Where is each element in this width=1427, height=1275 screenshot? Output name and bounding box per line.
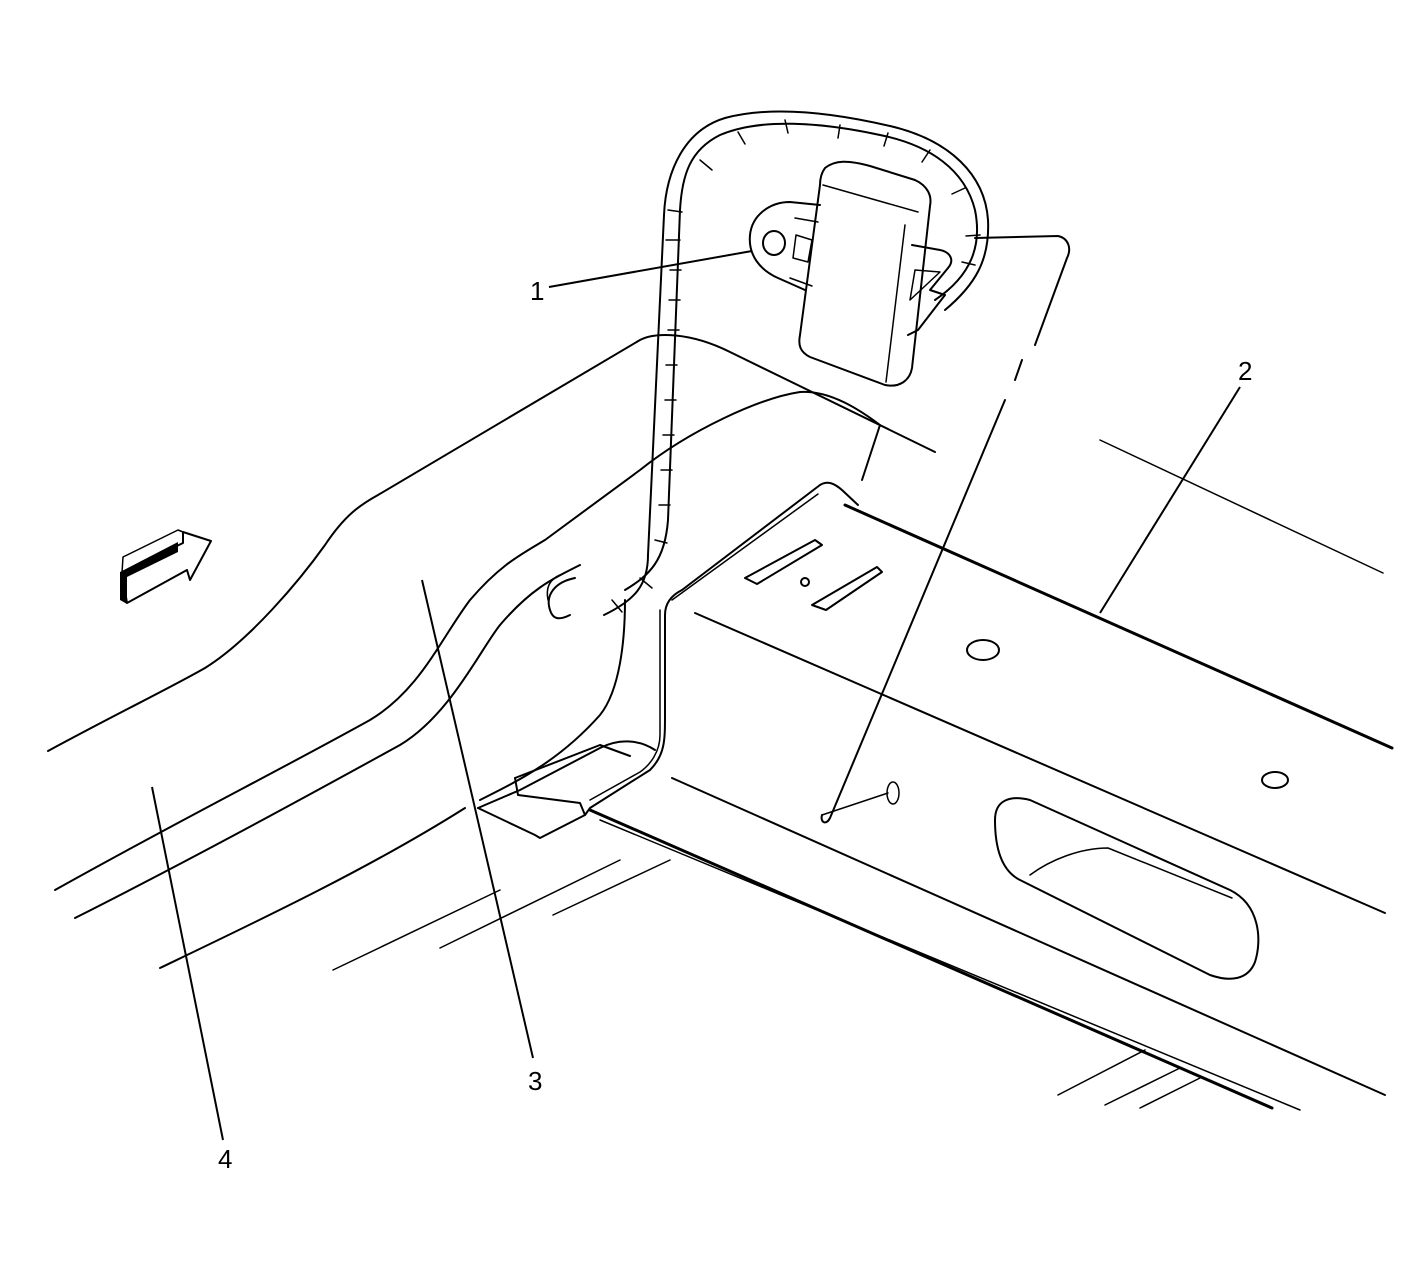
- floor-panel: [47, 334, 936, 971]
- forward-arrow-icon: [120, 529, 212, 604]
- callout-3: 3: [528, 1066, 542, 1096]
- callout-1: 1: [530, 276, 544, 306]
- leader-lines: [151, 250, 1241, 1141]
- callout-4: 4: [218, 1144, 232, 1174]
- frame-rail: [588, 439, 1394, 1111]
- inner-rail: [477, 481, 859, 839]
- callout-2: 2: [1238, 356, 1252, 386]
- bracket-plate: [820, 235, 1071, 824]
- wiring-harness: [546, 110, 990, 620]
- sensor-module: [748, 160, 953, 387]
